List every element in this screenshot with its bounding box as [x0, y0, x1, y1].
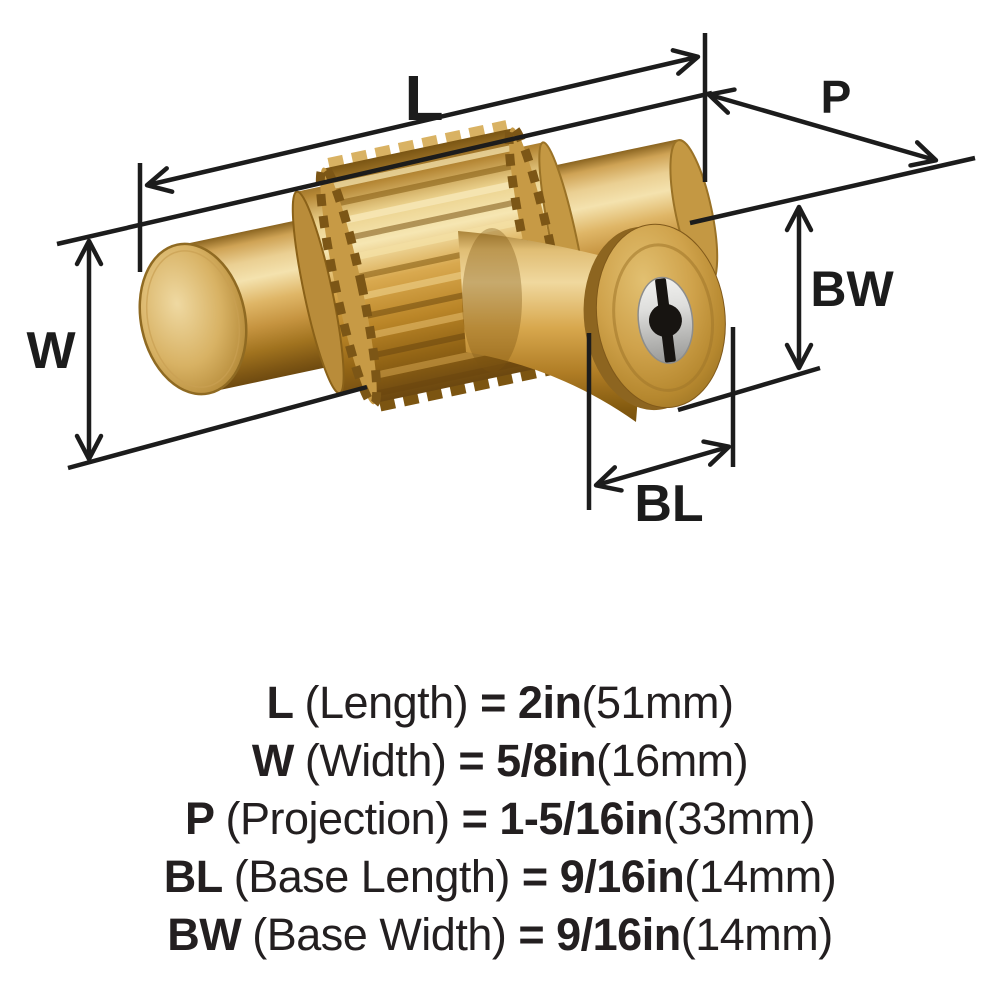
spec-row-length: L(Length)=2in(51mm)	[0, 674, 1000, 732]
collar-teeth-bottom	[378, 360, 560, 412]
knob-base	[583, 223, 726, 411]
spec-metric: (16mm)	[596, 735, 749, 786]
spec-name: (Projection)	[225, 793, 451, 844]
knob-illustration	[138, 120, 726, 422]
spec-metric: (51mm)	[581, 677, 734, 728]
spec-row-base-width: BW(Base Width)=9/16in(14mm)	[0, 906, 1000, 964]
spec-equals: =	[480, 677, 506, 728]
bw-bottom-reference-line	[677, 365, 821, 413]
keyhole-center	[648, 303, 682, 337]
base-inner-ring	[612, 243, 715, 392]
spec-value: 9/16in	[556, 909, 681, 960]
spec-value: 1-5/16in	[499, 793, 663, 844]
base-length-dimension-arrow	[593, 439, 732, 493]
spec-name: (Base Length)	[233, 851, 511, 902]
spec-metric: (14mm)	[680, 909, 834, 960]
dimension-label-group: L P W BW BL	[26, 62, 894, 533]
spec-abbr: L	[266, 677, 295, 728]
spec-equals: =	[521, 851, 548, 902]
knob-bar-left-cap	[138, 242, 248, 396]
projection-dimension-arrow	[706, 87, 939, 168]
spec-row-base-length: BL(Base Length)=9/16in(14mm)	[0, 848, 1000, 906]
w-bottom-reference-line	[67, 384, 368, 471]
spec-row-projection: P(Projection)=1-5/16in(33mm)	[0, 790, 1000, 848]
knob-bar-left-cap-rim	[145, 250, 241, 388]
spec-metric: (14mm)	[684, 851, 837, 902]
spec-abbr: W	[251, 735, 294, 786]
spec-value: 2in	[517, 677, 582, 728]
label-length: L	[404, 62, 443, 134]
spec-name: (Length)	[304, 677, 469, 728]
spec-equals: =	[518, 909, 545, 960]
label-projection: P	[821, 71, 852, 123]
spec-equals: =	[461, 793, 488, 844]
length-dimension-arrow	[144, 48, 701, 194]
stem-shadow	[462, 228, 522, 372]
dimension-lines	[56, 33, 976, 510]
spec-abbr: BL	[163, 851, 224, 902]
spec-abbr: P	[185, 793, 215, 844]
label-base-width: BW	[810, 261, 894, 317]
spec-metric: (33mm)	[662, 793, 816, 844]
collar-teeth-left-rim	[315, 163, 382, 409]
spec-value: 5/8in	[496, 735, 597, 786]
spec-abbr: BW	[167, 909, 242, 960]
spec-text-block: L(Length)=2in(51mm) W(Width)=5/8in(16mm)…	[0, 674, 1000, 964]
spec-equals: =	[458, 735, 485, 786]
spec-name: (Width)	[304, 735, 447, 786]
label-width: W	[26, 322, 76, 380]
mounting-plane-line	[689, 155, 976, 226]
spec-name: (Base Width)	[252, 909, 507, 960]
spec-value: 9/16in	[559, 851, 685, 902]
label-base-length: BL	[634, 475, 703, 533]
spec-row-width: W(Width)=5/8in(16mm)	[0, 732, 1000, 790]
